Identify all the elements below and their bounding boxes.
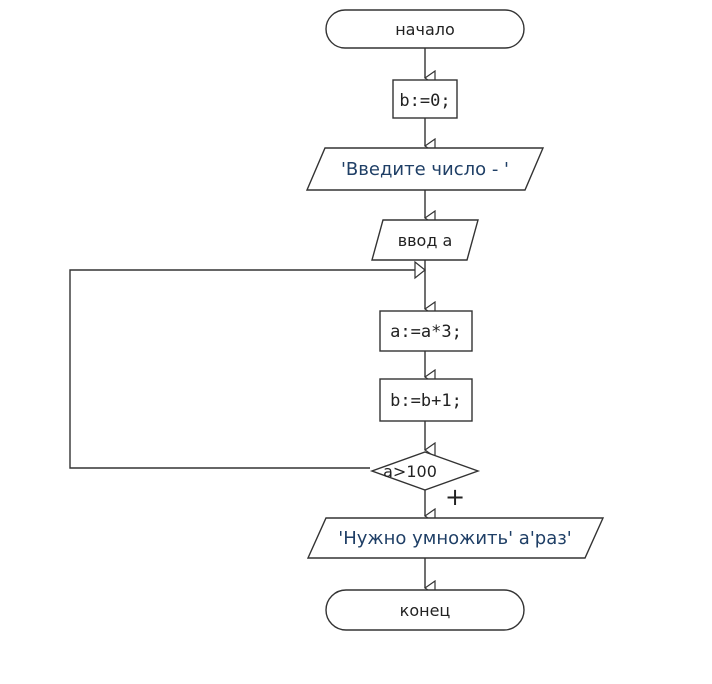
start-label: начало <box>395 20 455 39</box>
condition-yes-mark: + <box>445 483 465 511</box>
increment-process: b:=b+1; <box>379 378 473 422</box>
end-terminator: конец <box>325 589 525 631</box>
end-label: конец <box>400 601 451 620</box>
loop-back-line <box>69 269 415 469</box>
prompt-label: 'Введите число - ' <box>341 159 509 180</box>
result-label: 'Нужно умножить' a'раз' <box>338 528 572 549</box>
init-b-process: b:=0; <box>392 79 458 119</box>
loop-back-arrowhead <box>414 260 426 280</box>
increment-label: b:=b+1; <box>390 391 462 411</box>
result-output: 'Нужно умножить' a'раз' <box>306 517 605 559</box>
input-a: ввод а <box>371 219 479 261</box>
start-terminator: начало <box>325 9 525 49</box>
condition-label: a>100 <box>383 462 437 481</box>
init-b-label: b:=0; <box>399 91 450 111</box>
multiply-label: a:=a*3; <box>390 322 462 342</box>
multiply-process: a:=a*3; <box>379 310 473 352</box>
prompt-output: 'Введите число - ' <box>305 147 545 191</box>
input-label: ввод а <box>398 231 453 250</box>
